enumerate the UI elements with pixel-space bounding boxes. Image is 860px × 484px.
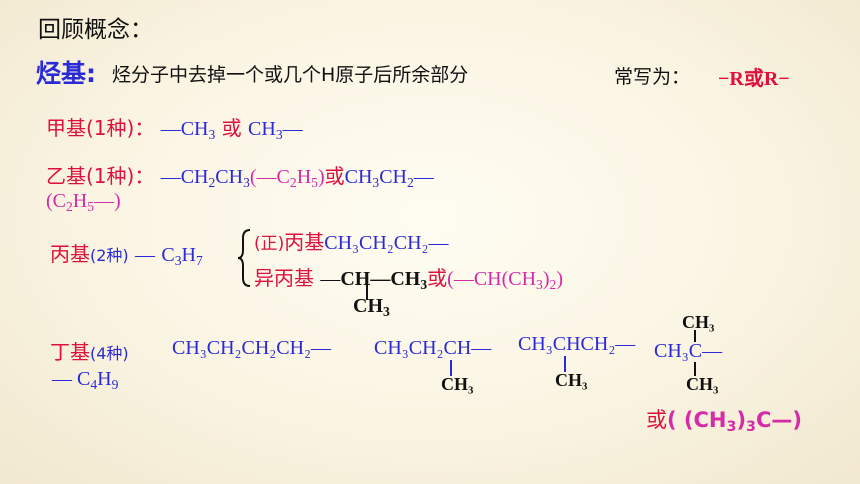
propyl-dash: — xyxy=(135,244,156,266)
propyl-label: 丙基 xyxy=(50,242,90,266)
methyl-row: 甲基(1种)： —CH3 或 CH3— xyxy=(46,112,303,141)
butyl-general-formula: — C4H9 xyxy=(52,368,119,392)
tert-butyl-formula: CH₃C— xyxy=(654,340,723,362)
n-propyl-label: 丙基 xyxy=(284,230,325,254)
tert-butyl-alt-formula: ( (CH3)3C—) xyxy=(667,408,802,435)
n-propyl-formula: CH₃CH₂CH₂— xyxy=(324,232,449,254)
methyl-formula-1: —CH3 xyxy=(160,118,216,142)
methyl-label: 甲基 xyxy=(46,116,86,140)
ethyl-count: (1种)： xyxy=(86,164,155,188)
sec-butyl-bond xyxy=(450,360,452,376)
methyl-formula-2: CH3— xyxy=(248,118,303,142)
methyl-or: 或 xyxy=(221,116,242,140)
n-butyl-formula: CH₃CH₂CH₂CH₂— xyxy=(172,337,332,359)
ethyl-or: 或 xyxy=(324,164,345,188)
methyl-count: (1种)： xyxy=(86,116,155,140)
iso-butyl-branch: CH₃ xyxy=(555,370,588,390)
definition-term: 烃基: xyxy=(36,59,96,88)
isopropyl-branch-bond xyxy=(366,284,368,300)
propyl-brace xyxy=(238,229,251,287)
iso-butyl-bond xyxy=(564,356,566,372)
ethyl-formula-2: CH3CH2— xyxy=(344,166,434,190)
sec-butyl-branch: CH₃ xyxy=(441,374,474,394)
tert-butyl-or: 或 xyxy=(646,408,667,432)
propyl-row: 丙基(2种) — C3H7 xyxy=(50,238,203,267)
common-notation-label: 常写为： xyxy=(614,66,691,88)
n-propyl-prefix: (正) xyxy=(254,234,285,254)
sec-butyl-formula: CH₃CH₂CH— xyxy=(374,337,492,359)
page-heading: 回顾概念： xyxy=(38,17,153,43)
iso-butyl-formula: CH₃CHCH₂— xyxy=(518,333,636,355)
propyl-formula: C3H7 xyxy=(161,244,203,268)
tert-butyl-bond-bottom xyxy=(694,362,696,376)
butyl-row: 丁基(4种) xyxy=(50,336,129,365)
isopropyl-or: 或 xyxy=(427,266,448,290)
isopropyl-alt-formula: (—CH(CH3)2) xyxy=(447,268,563,292)
isopropyl-branch: CH3 xyxy=(353,295,390,319)
definition-text: 烃分子中去掉一个或几个H原子后所余部分 xyxy=(112,64,469,86)
isopropyl-row: 异丙基 —CH—CH3或(—CH(CH3)2) xyxy=(254,262,563,291)
isopropyl-dash: — xyxy=(320,268,341,290)
common-notation-value: −R或R− xyxy=(718,68,790,90)
isopropyl-formula: CH—CH3 xyxy=(340,268,428,292)
ethyl-alt-formula-line2: (C2H5—) xyxy=(46,190,121,214)
tert-butyl-alt-row: 或( (CH3)3C—) xyxy=(646,404,802,434)
tert-butyl-bond-top xyxy=(694,330,696,342)
tert-butyl-top: CH₃ xyxy=(682,312,715,332)
ethyl-label: 乙基 xyxy=(46,164,86,188)
tert-butyl-bottom: CH₃ xyxy=(686,374,719,394)
ethyl-alt-formula: (—C2H5) xyxy=(249,166,325,190)
butyl-count: (4种) xyxy=(90,344,129,363)
isopropyl-label: 异丙基 xyxy=(254,266,314,290)
butyl-label: 丁基 xyxy=(50,340,90,364)
n-propyl-row: (正)丙基CH₃CH₂CH₂— xyxy=(254,226,449,255)
ethyl-formula-1: —CH2CH3 xyxy=(160,166,250,190)
propyl-count: (2种) xyxy=(90,246,129,265)
ethyl-row: 乙基(1种)： —CH2CH3(—C2H5)或CH3CH2— xyxy=(46,160,434,189)
